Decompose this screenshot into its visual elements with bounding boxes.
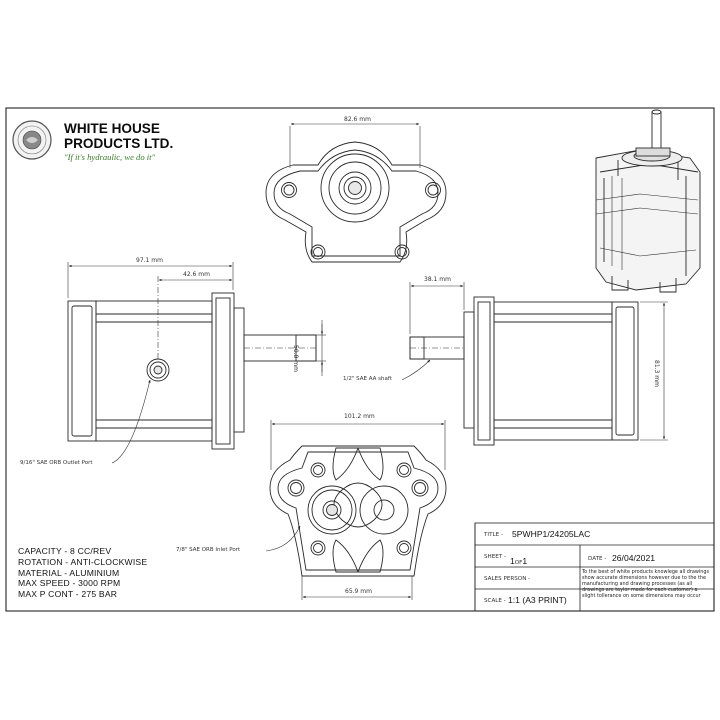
spec-max-pressure: MAX P CONT - 275 BAR (18, 589, 118, 599)
date-label: DATE - (588, 556, 607, 562)
dim-height-right (640, 301, 668, 441)
port-face-view (269, 445, 447, 577)
spec-material: MATERIAL - ALUMINIUM (18, 568, 120, 578)
dim-shaft-length (409, 282, 465, 334)
front-flange-view (265, 141, 447, 263)
dim-bottom-width (270, 420, 446, 470)
spec-max-speed: MAX SPEED - 3000 RPM (18, 578, 121, 588)
date-value: 26/04/2021 (612, 553, 656, 563)
dim-label-overall-length: 97.1 mm (136, 257, 163, 264)
company-name-line1: WHITE HOUSE (64, 121, 160, 136)
scale-value: 1:1 (A3 PRINT) (508, 595, 567, 605)
sheet-of: OF (514, 560, 523, 566)
leader-outlet-port (111, 379, 151, 464)
callout-shaft: 1/2" SAE AA shaft (343, 376, 392, 382)
disclaimer-text: To the best of white products knowlege a… (582, 569, 709, 599)
dim-label-bottom-width: 101.2 mm (344, 413, 375, 420)
leader-inlet-port (265, 525, 301, 552)
spec-capacity: CAPACITY - 8 CC/REV (18, 546, 112, 556)
scale-label: SCALE - (484, 598, 506, 604)
dim-height-left (316, 320, 326, 376)
sheet-number: 1 (510, 556, 515, 566)
callout-outlet-port: 9/16" SAE ORB Outlet Port (20, 460, 93, 466)
company-seal-logo (12, 120, 52, 160)
left-side-view (67, 292, 317, 450)
dim-inlet-spacing (301, 576, 413, 600)
dim-label-inlet-spacing: 65.9 mm (345, 588, 372, 595)
leader-shaft (401, 359, 431, 381)
sales-person-label: SALES PERSON - (484, 576, 531, 582)
right-side-view (409, 296, 639, 446)
dim-top-width (289, 122, 421, 168)
title-label: TITLE - (484, 532, 503, 538)
dim-label-top-width: 82.6 mm (344, 116, 371, 123)
title-value: 5PWHP1/24205LAC (512, 529, 591, 539)
isometric-view (595, 109, 701, 293)
company-name-line2: PRODUCTS LTD. (64, 136, 174, 151)
sheet-total: 1 (522, 556, 528, 566)
dim-label-height-left: 50.8 mm (292, 345, 299, 372)
dim-port-offset (157, 276, 233, 360)
sheet-value: 1OF1 (510, 551, 527, 569)
sheet-label: SHEET - (484, 554, 507, 560)
dim-label-port-offset: 42.6 mm (183, 271, 210, 278)
callout-inlet-port: 7/8" SAE ORB Inlet Port (176, 547, 241, 553)
title-block (474, 522, 715, 612)
spec-rotation: ROTATION - ANTI-CLOCKWISE (18, 557, 148, 567)
dim-overall-length (67, 262, 234, 298)
dim-label-shaft-length: 38.1 mm (424, 276, 451, 283)
drawing-border (5, 107, 715, 612)
dim-label-height-right: 81.3 mm (653, 360, 660, 387)
company-slogan: "If it's hydraulic, we do it" (64, 152, 156, 162)
